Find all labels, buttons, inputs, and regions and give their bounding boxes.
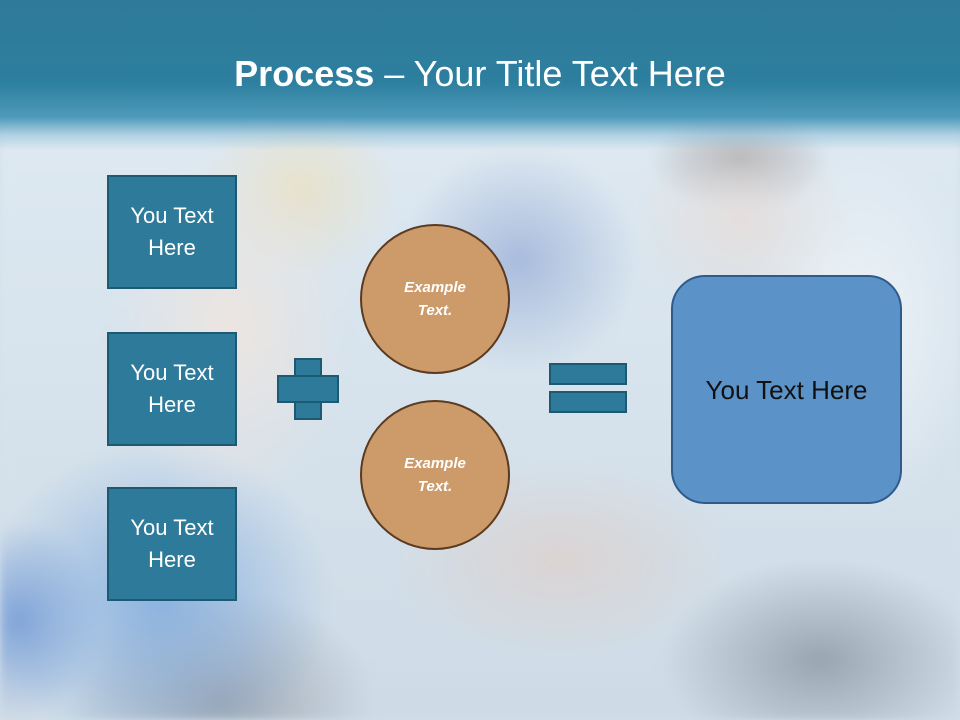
title-bold: Process [234,53,375,94]
title-rest: – Your Title Text Here [374,53,726,94]
left-box-3[interactable]: You Text Here [107,487,237,601]
left-box-2[interactable]: You Text Here [107,332,237,446]
result-box[interactable]: You Text Here [671,275,902,504]
left-box-3-text: You Text Here [130,515,214,572]
example-circle-1[interactable]: Example Text. [360,224,510,374]
example-circle-2-text: Example Text. [404,455,466,495]
slide-title[interactable]: Process – Your Title Text Here [0,52,960,96]
equals-icon-bottom-bar [549,391,627,413]
left-box-1[interactable]: You Text Here [107,175,237,289]
example-circle-2[interactable]: Example Text. [360,400,510,550]
equals-icon-top-bar [549,363,627,385]
example-circle-1-text: Example Text. [404,279,466,319]
result-box-text: You Text Here [705,374,868,405]
left-box-1-text: You Text Here [130,203,214,260]
plus-icon-center [296,377,320,401]
title-band [0,0,960,150]
left-box-2-text: You Text Here [130,360,214,417]
